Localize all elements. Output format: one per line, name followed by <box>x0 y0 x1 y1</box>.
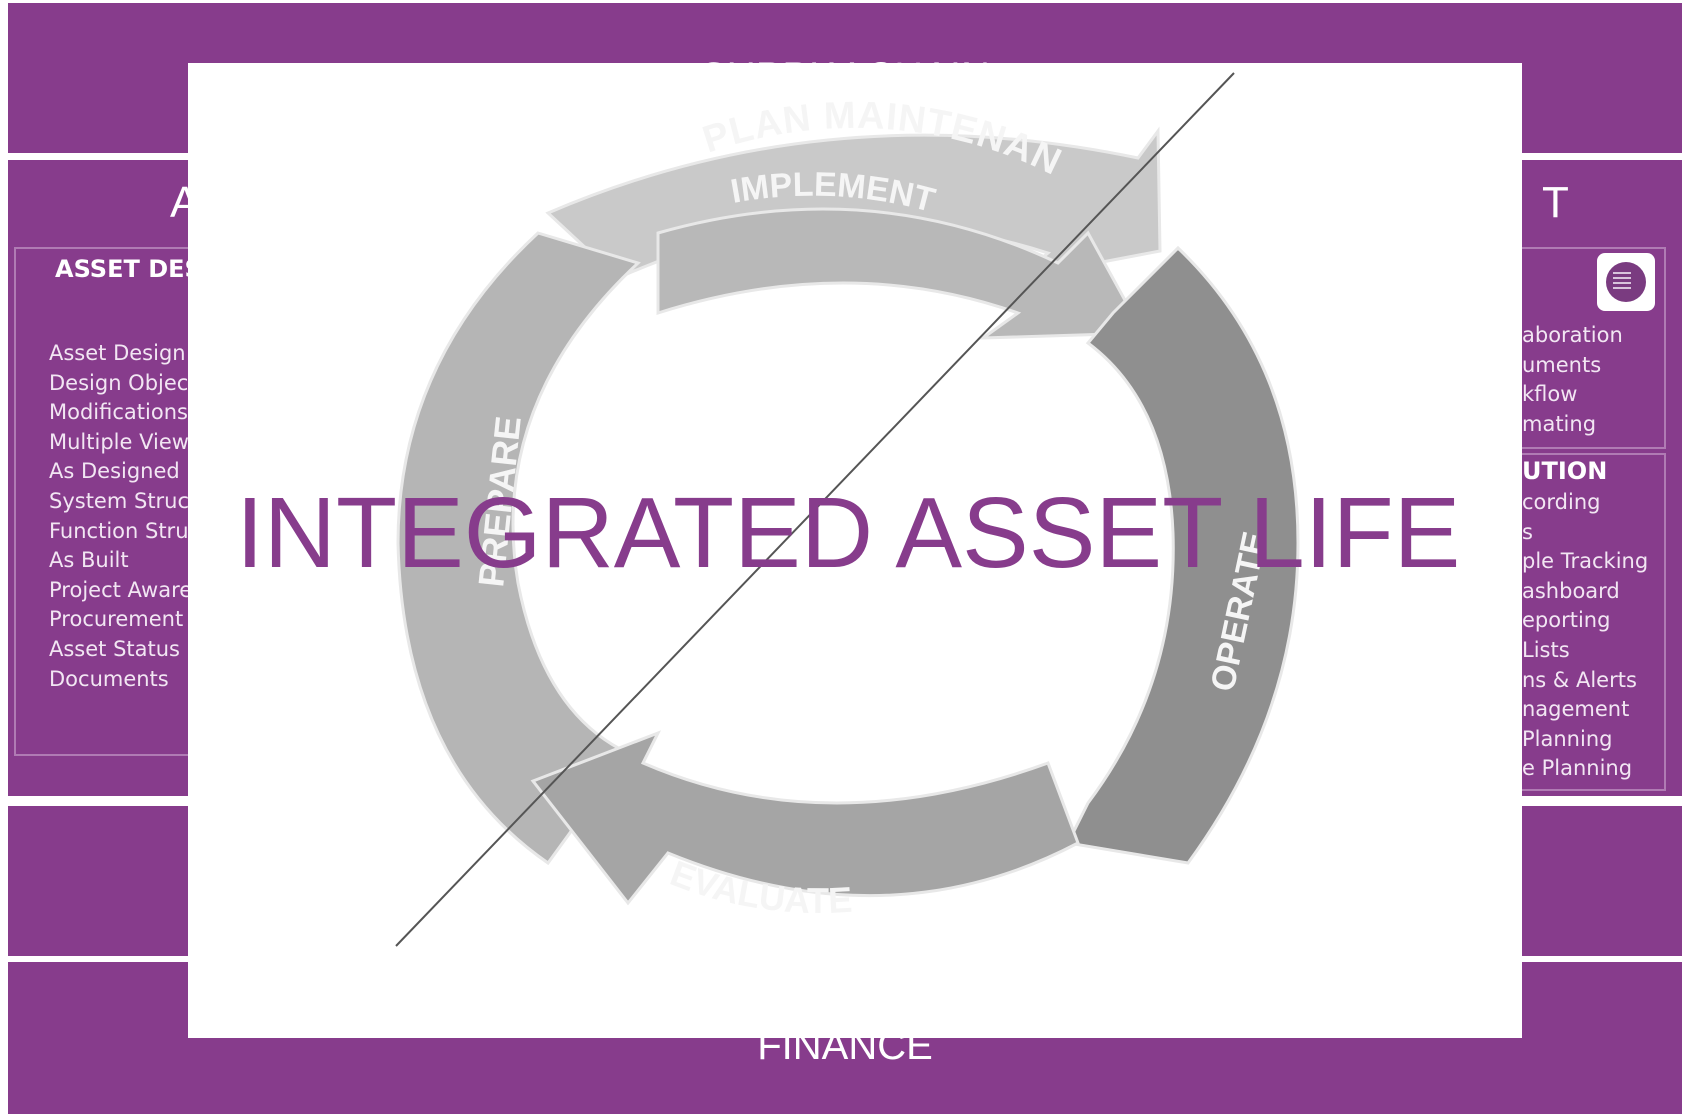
right-bottom-heading: UTION <box>1522 457 1608 485</box>
list-item: aboration <box>1522 323 1623 347</box>
evaluate-arrow <box>530 730 1080 906</box>
lifecycle-diagram: PLAN MAINTENANCE IMPLEMENT PREPARE OPERA… <box>188 63 1300 947</box>
prepare-arc <box>396 231 641 866</box>
list-item: e Planning <box>1522 756 1633 781</box>
list-item: As Built <box>49 548 129 573</box>
lifecycle-overlay: PLAN MAINTENANCE IMPLEMENT PREPARE OPERA… <box>188 63 1522 1038</box>
list-item: Modifications <box>49 400 188 425</box>
right-bottom-list: cording s ple Tracking ashboard eporting… <box>1522 488 1662 784</box>
list-item: s <box>1522 519 1533 544</box>
diagonal-line <box>395 72 1235 947</box>
list-item: Documents <box>49 666 169 691</box>
list-item: uments <box>1522 352 1602 377</box>
list-item: Multiple Views <box>49 429 188 454</box>
list-item: ple Tracking <box>1522 549 1649 574</box>
main-title: INTEGRATED ASSET LIFE <box>236 477 1461 589</box>
list-item: ashboard <box>1522 578 1620 603</box>
list-item: kflow <box>1522 382 1578 407</box>
list-item: Lists <box>1522 637 1570 662</box>
list-item: Procurement <box>49 607 184 632</box>
right-module-title: T <box>1542 178 1569 227</box>
list-item: Project Aware <box>49 577 188 602</box>
list-item: Asset Status <box>49 636 180 661</box>
list-item: mating <box>1522 411 1597 436</box>
asset-design-list: Asset Design Design Objects Modification… <box>49 339 188 694</box>
list-item: As Designed <box>49 459 180 484</box>
list-item: eporting <box>1522 608 1611 633</box>
list-item: cording <box>1522 490 1601 514</box>
list-item: Asset Design <box>49 341 186 365</box>
calendar-icon <box>1597 253 1655 311</box>
operate-arc <box>1065 245 1300 865</box>
list-item: System Structure <box>49 488 188 513</box>
right-top-list: aboration uments kflow mating <box>1522 321 1662 439</box>
list-item: Function Structure <box>49 518 188 543</box>
list-item: Planning <box>1522 726 1613 751</box>
list-item: nagement <box>1522 697 1630 722</box>
list-item: ns & Alerts <box>1522 667 1637 692</box>
asset-design-heading: ASSET DESIG <box>55 255 188 283</box>
list-item: Design Objects <box>49 370 188 395</box>
